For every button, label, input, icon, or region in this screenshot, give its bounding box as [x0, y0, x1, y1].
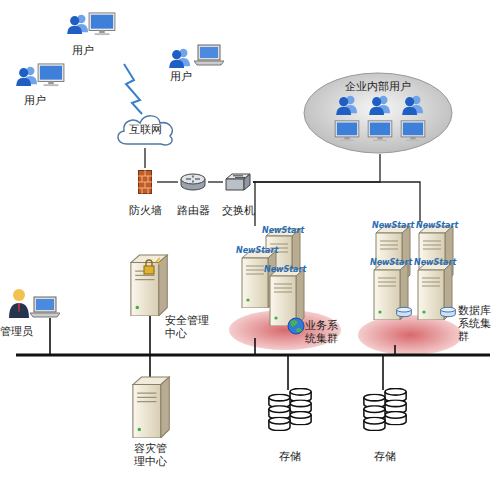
wireless-bolt	[124, 64, 142, 114]
user-icon	[402, 96, 423, 115]
logo-text: NewStart	[236, 246, 278, 255]
server-icon	[418, 263, 452, 320]
logo-text: NewStart	[370, 258, 412, 267]
lock-shackle	[146, 260, 152, 266]
device-node: 存储	[356, 380, 414, 468]
node-label: 用户	[160, 70, 202, 83]
server-icon	[242, 251, 276, 308]
cluster-base	[229, 310, 341, 350]
switch-icon	[226, 174, 250, 190]
user-icon	[169, 49, 190, 68]
globe-land	[290, 320, 302, 332]
node-label: 安全管理中心	[165, 314, 213, 340]
node-label: 企业内部用户	[303, 80, 453, 93]
admin-icon	[9, 289, 29, 318]
pc-icon	[335, 121, 359, 141]
node-label: 容灾管理中心	[130, 442, 170, 468]
bus-drop	[287, 355, 289, 390]
node-label: 用户	[63, 44, 103, 57]
pc-icon	[368, 121, 392, 141]
bus-drop	[382, 355, 384, 390]
network-link	[208, 181, 223, 182]
node-label: 存储	[262, 450, 318, 463]
device-node: 管理员	[0, 283, 72, 341]
db-icon	[441, 307, 456, 316]
network-link	[253, 182, 420, 222]
network-link	[157, 181, 178, 182]
device-node: 安全管理中心	[120, 252, 215, 340]
device-node: 交换机	[223, 168, 253, 204]
server-icon	[376, 226, 410, 283]
node-outline	[355, 222, 495, 358]
user-icon	[369, 96, 390, 115]
user-icon	[16, 67, 37, 86]
router-icon	[181, 174, 205, 190]
storage-icon	[269, 388, 311, 430]
logo-text: NewStart	[264, 265, 306, 274]
device-node: 存储	[262, 380, 318, 468]
node-label: 管理员	[0, 325, 40, 338]
bus-drop	[394, 345, 396, 355]
node-label: 交换机	[217, 204, 259, 217]
laptop-icon	[30, 297, 60, 317]
storage-icon	[364, 388, 406, 430]
network-link	[253, 182, 255, 226]
laptop-icon	[194, 45, 224, 65]
bus-drop	[254, 338, 256, 355]
node-label: 防火墙	[124, 204, 166, 217]
oval-outline	[304, 73, 452, 153]
server-icon	[270, 269, 304, 326]
bus-drop	[49, 318, 51, 355]
network-link	[253, 154, 380, 182]
server-icon	[266, 229, 300, 286]
node-label: 业务系统集群	[305, 319, 341, 345]
server-icon	[419, 226, 453, 283]
db-icon	[397, 307, 412, 316]
lock-body	[144, 266, 154, 274]
user-group-oval: 企业内部用户	[303, 72, 453, 154]
pc-icon	[401, 121, 425, 141]
node-label: 数据库系统集群	[458, 304, 494, 343]
pc-icon	[38, 64, 64, 86]
cluster-base	[358, 315, 462, 355]
device-node: 用户	[63, 12, 118, 58]
logo-text: NewStart	[262, 226, 304, 235]
node-label: 存储	[356, 450, 414, 463]
key-icon	[156, 258, 163, 264]
node-label: 路由器	[172, 204, 214, 217]
node-label: 互联网	[113, 123, 177, 136]
network-bus	[16, 354, 490, 357]
server-cluster: 数据库系统集群	[355, 222, 495, 358]
internet-cloud: 互联网	[113, 110, 177, 148]
logo-text: NewStart	[372, 221, 414, 230]
device-node: 用户	[12, 62, 67, 108]
bus-drop	[149, 314, 151, 355]
network-link	[144, 148, 145, 168]
firewall-icon	[138, 170, 152, 194]
globe-icon	[288, 318, 304, 334]
logo-text: NewStart	[416, 221, 458, 230]
server-icon	[131, 255, 167, 316]
device-node: 容灾管理中心	[118, 372, 188, 469]
logo-text: NewStart	[414, 258, 456, 267]
server-icon	[374, 263, 408, 320]
node-label: 用户	[12, 94, 57, 107]
device-node: 防火墙	[133, 168, 157, 204]
user-icon	[336, 96, 357, 115]
device-node: 路由器	[178, 168, 208, 204]
bus-drop	[149, 355, 151, 380]
server-icon	[133, 377, 169, 438]
device-node: 用户	[160, 42, 230, 86]
pc-icon	[89, 13, 115, 35]
user-icon	[67, 15, 88, 34]
server-cluster: 业务系统集群	[225, 226, 347, 356]
